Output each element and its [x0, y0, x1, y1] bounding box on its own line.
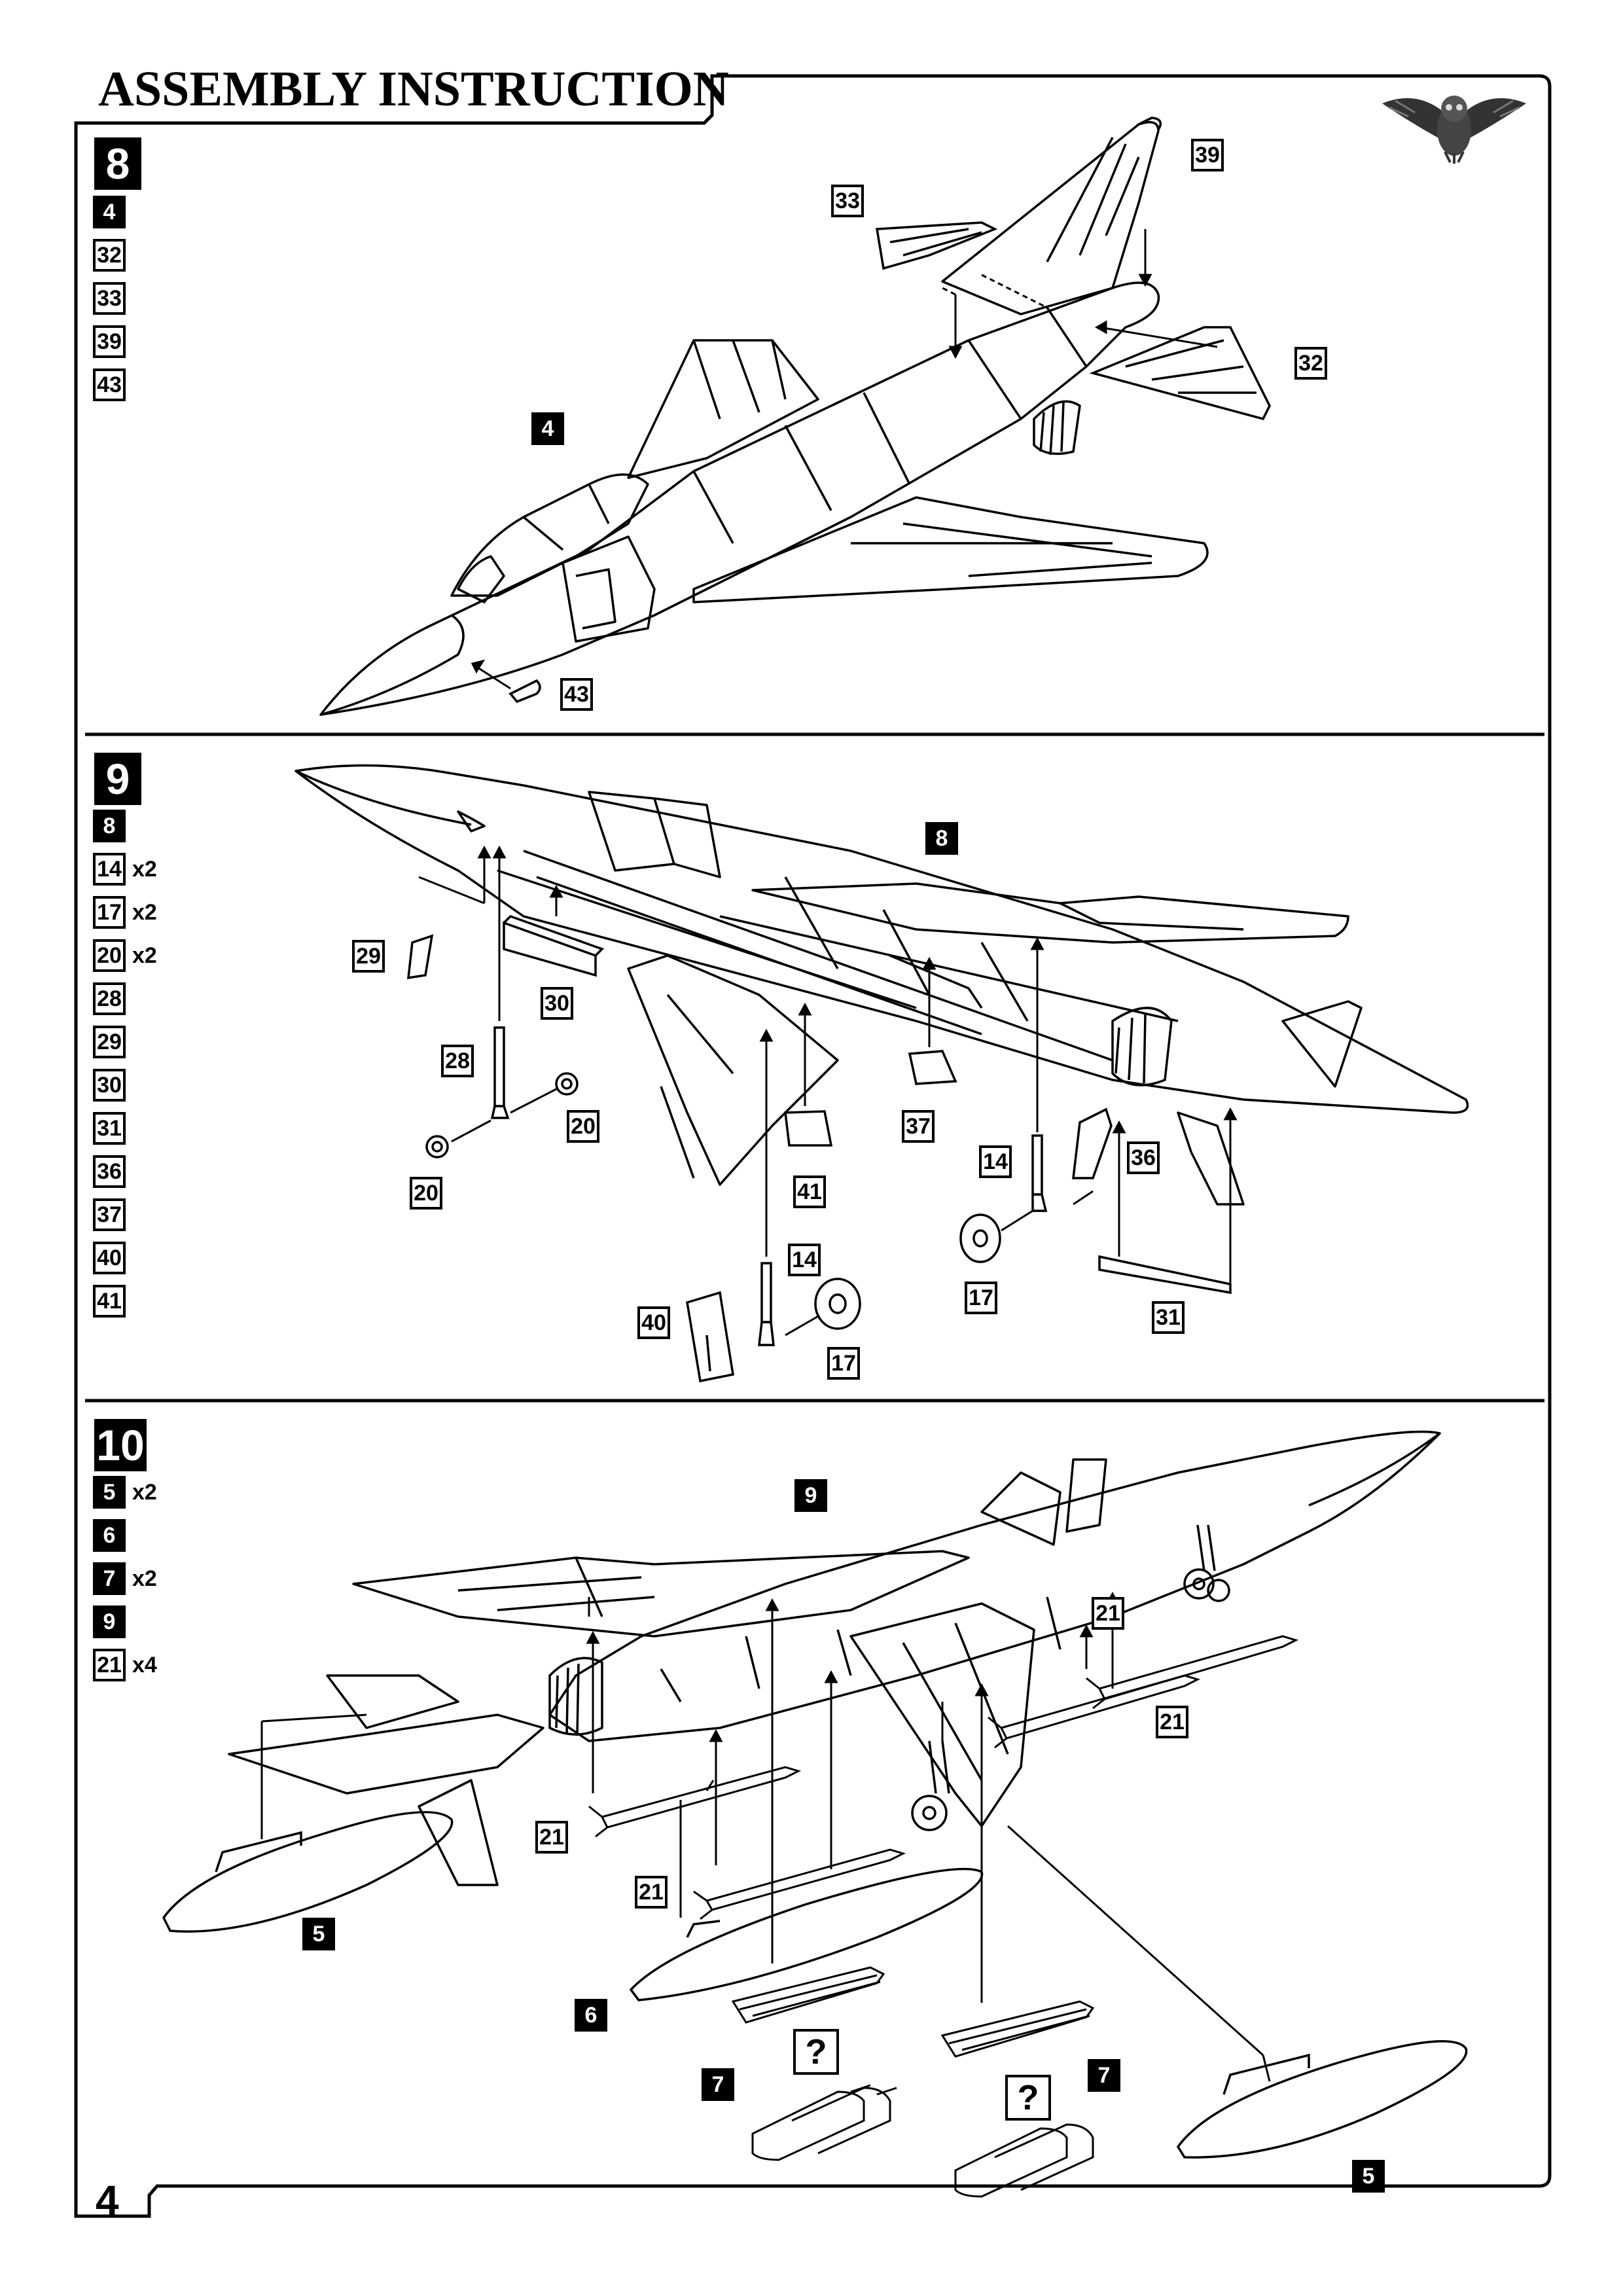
part-number-box: 29	[93, 1026, 126, 1058]
callout-part-39: 39	[1191, 139, 1224, 171]
part-number-box: 33	[93, 282, 126, 315]
step-9-number: 9	[94, 753, 141, 805]
part-number-box: 31	[93, 1112, 126, 1145]
part-quantity: x2	[132, 856, 157, 882]
callout-missile-21-b: 21	[1156, 1706, 1188, 1738]
part-number-box: 14	[93, 853, 126, 886]
callout-part-43: 43	[560, 678, 593, 711]
part-quantity: x2	[132, 1566, 157, 1591]
callout-part-14-right: 14	[979, 1145, 1012, 1178]
callout-part-17-lower: 17	[827, 1347, 860, 1380]
part-quantity: x2	[132, 899, 157, 925]
option-question-icon-right: ?	[1005, 2075, 1051, 2121]
part-number-box: 39	[93, 325, 126, 358]
callout-missile-21-d: 21	[635, 1876, 668, 1909]
callout-missile-21-c: 21	[535, 1821, 568, 1854]
callout-tank-5-left: 5	[302, 1918, 335, 1950]
callout-part-31: 31	[1152, 1301, 1185, 1334]
part-list-item: 33	[93, 281, 126, 315]
part-number-box: 21	[93, 1649, 126, 1681]
part-list-item: 43	[93, 368, 126, 402]
part-list-item: 31	[93, 1111, 157, 1145]
callout-missile-21-a: 21	[1092, 1597, 1124, 1630]
part-list-item: 39	[93, 325, 126, 359]
part-quantity: x2	[132, 942, 157, 968]
callout-part-29: 29	[352, 940, 385, 973]
page-title: ASSEMBLY INSTRUCTION	[98, 62, 729, 117]
part-list-item: 4	[93, 195, 126, 229]
part-list-item: 32	[93, 238, 126, 272]
callout-part-20-left: 20	[410, 1177, 442, 1210]
callout-assembly-9: 9	[794, 1479, 827, 1512]
part-number-box: 17	[93, 896, 126, 929]
callout-tank-5-right: 5	[1352, 2160, 1385, 2193]
part-number-box: 6	[93, 1519, 126, 1552]
callout-part-14-lower: 14	[788, 1244, 821, 1276]
callout-part-20-right: 20	[567, 1110, 599, 1143]
callout-assembly-4: 4	[531, 412, 564, 445]
part-number-box: 36	[93, 1155, 126, 1188]
part-list-item: 28	[93, 982, 157, 1016]
part-list-item: 41	[93, 1284, 157, 1318]
step-8-number: 8	[94, 137, 141, 190]
part-number-box: 8	[93, 810, 126, 842]
callout-part-37: 37	[902, 1110, 935, 1143]
part-number-box: 28	[93, 982, 126, 1015]
callout-part-41: 41	[793, 1175, 826, 1208]
callout-store-7-right: 7	[1088, 2059, 1120, 2092]
callout-part-28: 28	[441, 1045, 474, 1077]
part-list-item: 30	[93, 1068, 157, 1102]
part-number-box: 7	[93, 1562, 126, 1595]
part-list-item: 8	[93, 809, 157, 843]
part-list-item: 6	[93, 1518, 157, 1552]
callout-part-36: 36	[1127, 1141, 1160, 1174]
callout-store-7-left: 7	[702, 2068, 734, 2101]
callout-assembly-8: 8	[925, 822, 958, 855]
callout-part-30: 30	[541, 987, 573, 1020]
part-number-box: 30	[93, 1069, 126, 1102]
callout-part-32: 32	[1294, 347, 1327, 380]
part-list-item: 37	[93, 1198, 157, 1232]
page-number: 4	[96, 2177, 119, 2224]
step-10-number: 10	[94, 1419, 147, 1471]
part-quantity: x4	[132, 1652, 157, 1677]
part-number-box: 41	[93, 1285, 126, 1318]
part-list-item: 29	[93, 1025, 157, 1059]
part-number-box: 4	[93, 196, 126, 228]
part-number-box: 40	[93, 1242, 126, 1274]
part-list-item: 36	[93, 1155, 157, 1189]
option-question-icon-left: ?	[793, 2029, 839, 2075]
part-list-item: 40	[93, 1241, 157, 1275]
callout-tank-6: 6	[575, 1999, 607, 2032]
part-number-box: 37	[93, 1198, 126, 1231]
callout-part-33: 33	[831, 185, 864, 217]
part-list-item: 9	[93, 1605, 157, 1639]
part-number-box: 20	[93, 939, 126, 972]
part-number-box: 5	[93, 1476, 126, 1509]
part-number-box: 43	[93, 368, 126, 401]
step-8-parts-list: 4 32 33 39 43	[93, 195, 126, 411]
part-number-box: 9	[93, 1605, 126, 1638]
part-number-box: 32	[93, 239, 126, 272]
callout-part-40: 40	[637, 1306, 670, 1339]
part-quantity: x2	[132, 1479, 157, 1505]
callout-part-17-right: 17	[965, 1282, 997, 1314]
